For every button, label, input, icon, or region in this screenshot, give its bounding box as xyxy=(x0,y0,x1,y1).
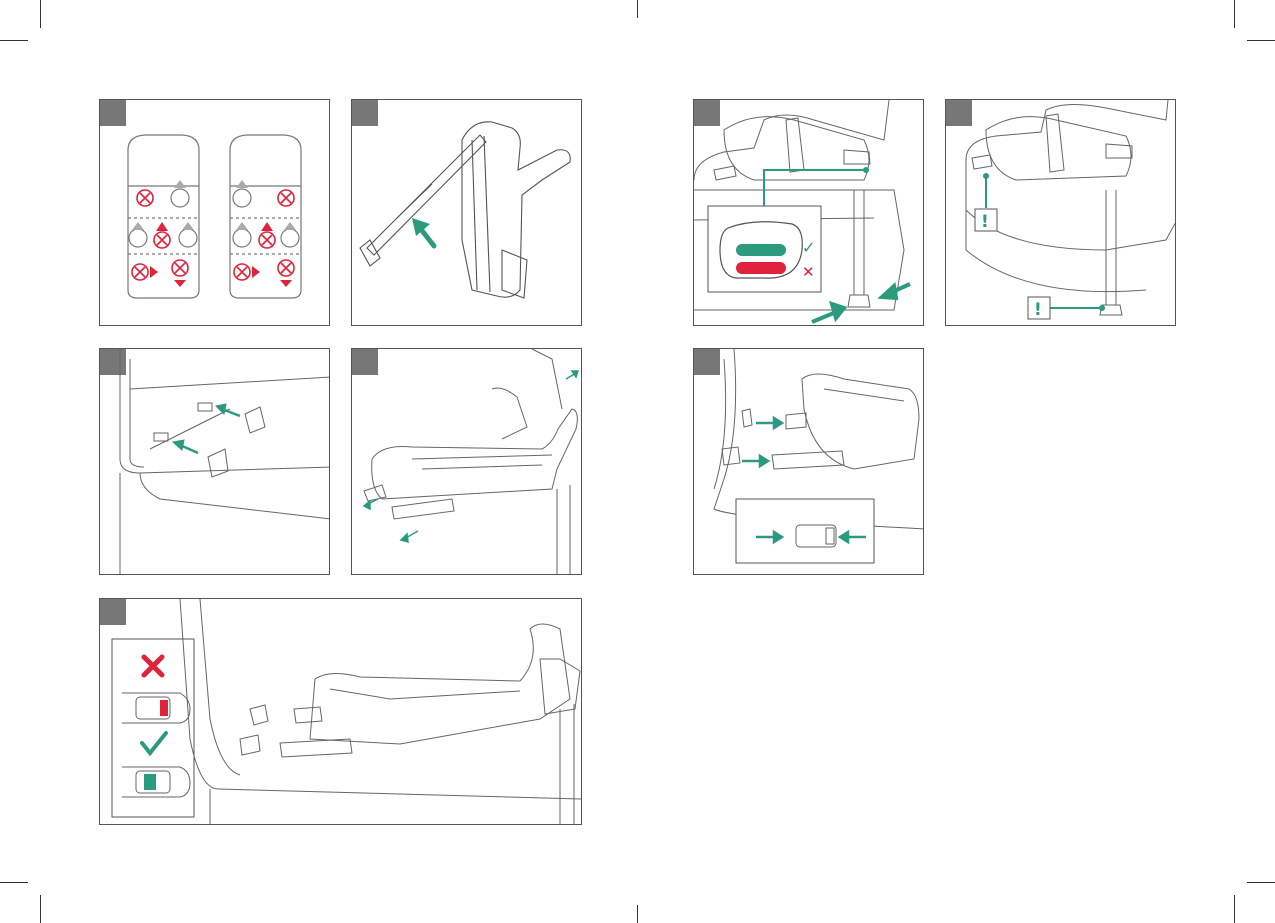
isofix-base-illustration xyxy=(352,349,582,575)
incorrect-cross-icon: ✕ xyxy=(802,263,815,281)
arrow-icon xyxy=(742,418,782,466)
panel-base-unfold xyxy=(351,348,582,575)
panel-car-seating-positions xyxy=(99,99,330,326)
panel-isofix-guides-insert xyxy=(99,348,330,575)
crop-mark xyxy=(637,905,638,923)
crop-mark xyxy=(40,895,41,923)
warning-icon: ! xyxy=(1034,300,1042,320)
crop-mark xyxy=(1234,0,1235,28)
crop-mark xyxy=(1234,895,1235,923)
crop-mark xyxy=(637,0,638,18)
isofix-base-illustration xyxy=(352,100,582,326)
panel-indicator-check: ! ! xyxy=(945,99,1176,326)
crop-mark xyxy=(0,882,28,883)
panel-support-leg-adjust: ✓ ✕ xyxy=(693,99,924,326)
crop-mark xyxy=(40,0,41,28)
indicator-red xyxy=(736,262,786,274)
installed-base-illustration: ! ! xyxy=(946,100,1176,326)
latch-connect-illustration xyxy=(100,599,582,825)
panel-base-latch-connectors xyxy=(99,598,582,825)
crop-mark xyxy=(0,40,28,41)
prohibited-icon xyxy=(132,190,294,280)
isofix-connect-illustration xyxy=(694,349,924,575)
car-seating-diagram xyxy=(100,100,330,326)
arrow-icon xyxy=(412,218,434,246)
crop-mark xyxy=(1247,882,1275,883)
indicator-green xyxy=(736,244,786,256)
warning-icon: ! xyxy=(981,212,989,232)
panel-isofix-connect-seat xyxy=(693,348,924,575)
support-leg-illustration: ✓ ✕ xyxy=(694,100,924,326)
panel-isofix-guide-extend xyxy=(351,99,582,326)
correct-check-icon: ✓ xyxy=(802,238,815,257)
car-seat-illustration xyxy=(100,349,330,575)
arrow-icon xyxy=(364,371,578,542)
crop-mark xyxy=(1247,40,1275,41)
